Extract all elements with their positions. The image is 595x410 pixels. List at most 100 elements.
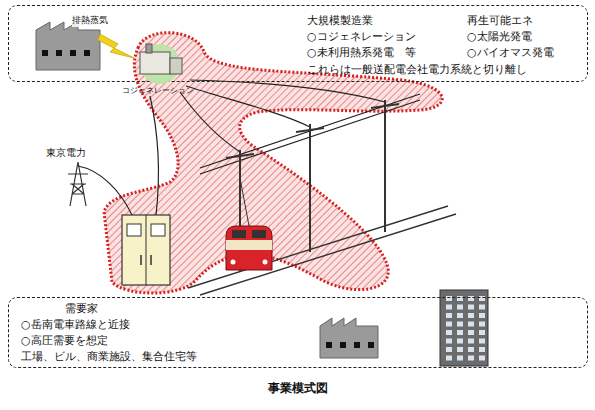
substation-part <box>127 224 141 236</box>
building-window-part <box>468 339 474 344</box>
factory-icon-part <box>56 50 62 56</box>
building-window-part <box>446 356 452 361</box>
building-window-part <box>468 305 474 310</box>
cogeneration-icon <box>120 40 200 84</box>
power-wire-part <box>186 86 310 127</box>
building-window-part <box>457 347 463 352</box>
company-label: 東京電力 <box>46 146 86 160</box>
power-wire-part <box>190 80 385 102</box>
building-window-part <box>479 313 485 318</box>
building-window-part <box>468 330 474 335</box>
factory-icon-part <box>326 342 332 348</box>
steam-label: 排熱蒸気 <box>72 14 108 27</box>
building-window-part <box>479 356 485 361</box>
power-wire-part <box>78 166 132 215</box>
building-window-part <box>446 347 452 352</box>
node-text: ○未利用熱系発電 等 <box>307 46 416 59</box>
cogeneration-icon-body <box>140 52 170 74</box>
node-text: 工場、ビル、商業施設、集合住宅等 <box>21 350 197 363</box>
power-wire-part <box>150 96 158 215</box>
transmission-tower-part <box>68 174 88 194</box>
building-window-part <box>457 330 463 335</box>
rail-track <box>188 206 456 295</box>
building-window-part <box>479 305 485 310</box>
factory-icon <box>36 22 100 70</box>
customer-box: 需要家 ○岳南電車路線と近接 ○高圧需要を想定工場、ビル、商業施設、集合住宅等 <box>8 297 588 368</box>
substation-part <box>150 255 152 265</box>
train-part <box>226 240 272 250</box>
utility-pole-part <box>296 128 324 132</box>
node-heading: コジェネレーション <box>122 84 194 97</box>
train-part <box>232 230 246 238</box>
factory-icon-part <box>84 50 90 56</box>
factory-icon-part <box>368 342 374 348</box>
node-text: ○コジェネレーション <box>307 30 416 43</box>
rail-track-part <box>200 214 456 295</box>
train <box>226 178 272 270</box>
substation-part <box>146 215 147 285</box>
building-window-part <box>479 347 485 352</box>
office-building-part <box>440 290 488 366</box>
cogeneration-unit: コジェネレーション <box>120 40 200 101</box>
steam-arrow <box>98 34 134 58</box>
building-window-part <box>457 322 463 327</box>
node-text: ○高圧需要を想定 <box>21 334 108 347</box>
node-heading: 大規模製造業 <box>307 14 373 27</box>
building-window-part <box>479 339 485 344</box>
utility-pole-part <box>371 104 399 108</box>
node-heading: 需要家 <box>65 302 98 315</box>
building-window-part <box>446 313 452 318</box>
building-window-part <box>468 356 474 361</box>
train-part <box>263 260 268 265</box>
building-window-part <box>468 313 474 318</box>
office-building <box>440 290 488 366</box>
building-window-part <box>457 356 463 361</box>
building-window-part <box>457 305 463 310</box>
factory-icon-part <box>340 342 346 348</box>
substation <box>122 215 170 285</box>
train-part <box>252 230 266 238</box>
building-window-part <box>479 330 485 335</box>
building-window <box>446 296 485 361</box>
utility-pole-part <box>384 100 386 232</box>
node-text: これらは一般送配電会社電力系統と切り離し <box>307 63 527 76</box>
factory-icon-part <box>70 50 76 56</box>
utility-pole <box>226 100 399 272</box>
building-window-part <box>446 330 452 335</box>
node-text: 再生可能エネ <box>467 14 533 27</box>
figure-caption: 事業模式図 <box>268 380 328 397</box>
building-window-part <box>479 322 485 327</box>
train-part <box>240 178 249 226</box>
utility-pole-part <box>226 154 254 158</box>
cogeneration-icon-stack <box>146 44 152 53</box>
cogeneration-icon-body <box>170 58 182 74</box>
building-window-part <box>446 322 452 327</box>
building-window-part <box>457 313 463 318</box>
substation-part <box>151 224 165 236</box>
steam-arrow-part <box>98 34 134 58</box>
substation-part <box>140 255 142 265</box>
factory-icon-part <box>320 318 378 358</box>
building-window-part <box>468 322 474 327</box>
building-window-part <box>457 339 463 344</box>
building-window-part <box>468 347 474 352</box>
train-part <box>226 226 272 270</box>
factory-icon-part <box>354 342 360 348</box>
factory-icon-part <box>36 22 100 70</box>
power-wire-part <box>180 92 240 152</box>
rail-track-part <box>188 206 448 288</box>
train-part <box>231 260 236 265</box>
building-window-part <box>446 339 452 344</box>
substation-part <box>122 215 170 285</box>
factory-icon-part <box>42 50 48 56</box>
transmission-tower <box>68 162 88 206</box>
node-text: ○太陽光発電 <box>467 30 532 43</box>
power-wire <box>78 80 420 215</box>
building-window-part <box>446 305 452 310</box>
factory-icon <box>320 318 378 358</box>
utility-pole-part <box>309 124 311 252</box>
node-text: ○バイオマス発電 <box>467 46 554 59</box>
node-text: ○岳南電車路線と近接 <box>21 318 130 331</box>
